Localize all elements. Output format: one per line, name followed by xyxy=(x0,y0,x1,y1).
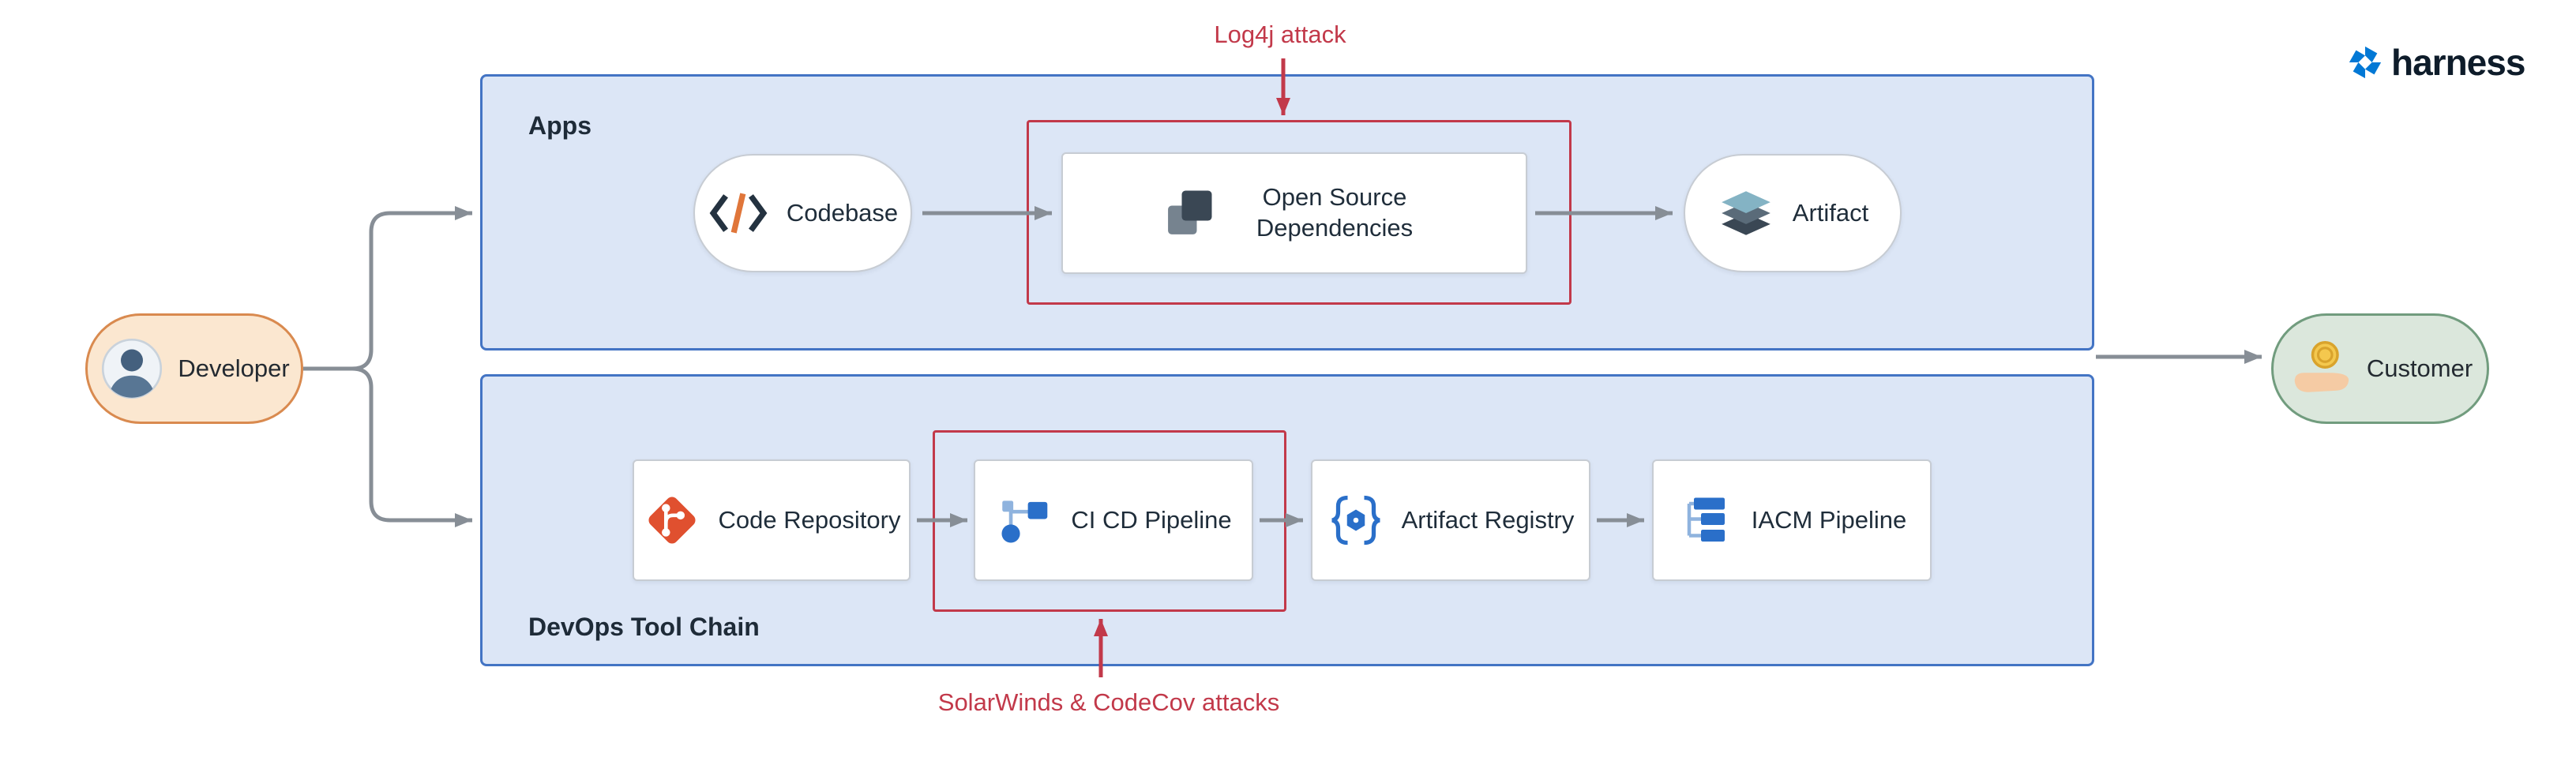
stacked-squares-icon xyxy=(1159,183,1219,243)
node-label: IACM Pipeline xyxy=(1751,505,1907,534)
customer-actor: Customer xyxy=(2271,313,2489,424)
developer-label: Developer xyxy=(178,354,290,382)
harness-knot-icon xyxy=(2347,44,2383,81)
registry-braces-icon xyxy=(1327,492,1384,549)
node-iacm-pipeline: IACM Pipeline xyxy=(1652,459,1932,581)
node-code-repository: Code Repository xyxy=(633,459,911,581)
apps-zone-title: Apps xyxy=(528,111,591,140)
node-codebase: Codebase xyxy=(693,154,912,272)
harness-brand: harness xyxy=(2347,41,2525,84)
pipeline-graph-icon xyxy=(995,491,1053,549)
node-label: Open Source Dependencies xyxy=(1256,183,1414,242)
layer-stack-icon xyxy=(1717,186,1775,240)
devops-zone-title: DevOps Tool Chain xyxy=(528,613,760,641)
node-open-source-dependencies: Open Source Dependencies xyxy=(1061,152,1527,274)
node-label: CI CD Pipeline xyxy=(1071,505,1232,534)
node-artifact: Artifact xyxy=(1684,154,1902,272)
node-cicd-pipeline: CI CD Pipeline xyxy=(974,459,1253,581)
customer-label: Customer xyxy=(2366,354,2473,382)
node-label: Artifact Registry xyxy=(1401,505,1575,534)
developer-avatar-icon xyxy=(99,336,165,402)
node-label: Codebase xyxy=(786,198,899,227)
developer-actor: Developer xyxy=(85,313,303,424)
node-artifact-registry: Artifact Registry xyxy=(1311,459,1590,581)
log4j-attack-outline xyxy=(1027,120,1572,305)
hand-coin-icon xyxy=(2288,336,2354,402)
solarwinds-annotation: SolarWinds & CodeCov attacks xyxy=(937,688,1280,716)
hierarchy-list-icon xyxy=(1677,492,1734,549)
git-icon xyxy=(643,491,701,549)
harness-wordmark: harness xyxy=(2391,42,2525,83)
node-label: Code Repository xyxy=(718,505,901,534)
node-label: Artifact xyxy=(1792,198,1869,227)
code-brackets-icon xyxy=(708,190,769,236)
log4j-annotation: Log4j attack xyxy=(1214,21,1346,48)
solarwinds-attack-outline xyxy=(933,430,1286,612)
